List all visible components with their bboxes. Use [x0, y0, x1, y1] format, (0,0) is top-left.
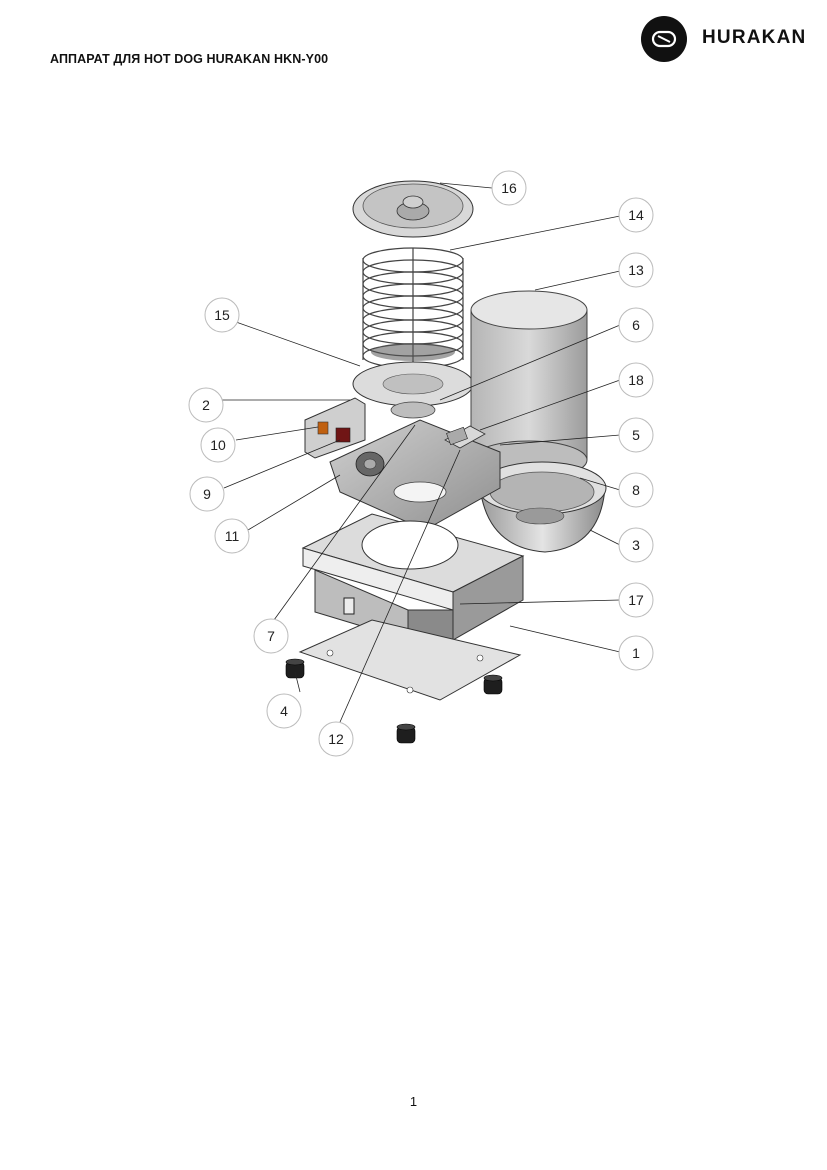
housing-part — [301, 513, 525, 661]
callout-1: 1 — [632, 645, 640, 661]
callout-labels: 16 14 13 15 6 18 2 5 10 8 9 3 11 17 1 7 … — [202, 180, 644, 747]
callout-10: 10 — [210, 437, 226, 453]
rack-base-part — [352, 361, 474, 419]
callout-13: 13 — [628, 262, 644, 278]
callout-9: 9 — [203, 486, 211, 502]
callout-6: 6 — [632, 317, 640, 333]
glass-cylinder-part — [470, 290, 588, 480]
lid-part — [352, 180, 474, 238]
rubber-feet-part — [285, 658, 503, 744]
callout-14: 14 — [628, 207, 644, 223]
page-number: 1 — [409, 1094, 418, 1109]
callout-15: 15 — [214, 307, 230, 323]
leader-lines — [220, 182, 621, 723]
bottom-plate-part — [298, 619, 522, 701]
callout-7: 7 — [267, 628, 275, 644]
callout-3: 3 — [632, 537, 640, 553]
brand-name: HURAKAN — [702, 27, 807, 48]
callout-18: 18 — [628, 372, 644, 388]
callout-circles — [188, 170, 654, 757]
heating-tray-part — [329, 419, 501, 531]
callout-2: 2 — [202, 397, 210, 413]
spiral-rack-part — [362, 247, 464, 370]
callout-4: 4 — [280, 703, 288, 719]
control-bracket-part — [304, 397, 366, 459]
brand-logo: HURAKAN — [641, 14, 821, 62]
callout-5: 5 — [632, 427, 640, 443]
callout-16: 16 — [501, 180, 517, 196]
callout-8: 8 — [632, 482, 640, 498]
callout-12: 12 — [328, 731, 344, 747]
hurakan-logo-icon — [641, 16, 687, 62]
document-title: АППАРАТ ДЛЯ HOT DOG HURAKAN HKN-Y00 — [50, 52, 329, 66]
callout-11: 11 — [225, 528, 240, 544]
callout-17: 17 — [628, 592, 644, 608]
